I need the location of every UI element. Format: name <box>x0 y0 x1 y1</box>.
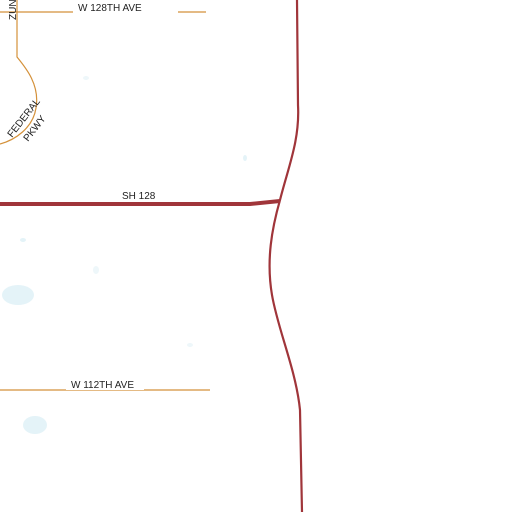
label-bg <box>73 1 178 13</box>
water-features <box>2 76 247 434</box>
local-roads <box>0 0 210 391</box>
pond <box>187 343 193 347</box>
pond <box>20 238 26 242</box>
label-bg <box>66 379 144 390</box>
label-w112th-ave: W 112TH AVE <box>71 380 134 391</box>
label-w128th-ave: W 128TH AVE <box>78 3 142 14</box>
label-zuni: ZUNI <box>8 0 19 20</box>
pond <box>2 285 34 305</box>
label-bg <box>118 190 162 202</box>
road-zuni-federal-pkwy[interactable] <box>0 0 38 145</box>
highways <box>0 0 304 512</box>
pond <box>23 416 47 434</box>
pond <box>243 155 247 161</box>
road-sh-128[interactable] <box>0 199 281 206</box>
label-sh-128: SH 128 <box>122 191 156 202</box>
pond <box>93 266 99 274</box>
road-federal-highway[interactable] <box>268 0 304 512</box>
pond <box>83 76 89 80</box>
map-labels: W 128TH AVE SH 128 W 112TH AVE ZUNI FEDE… <box>6 0 178 391</box>
